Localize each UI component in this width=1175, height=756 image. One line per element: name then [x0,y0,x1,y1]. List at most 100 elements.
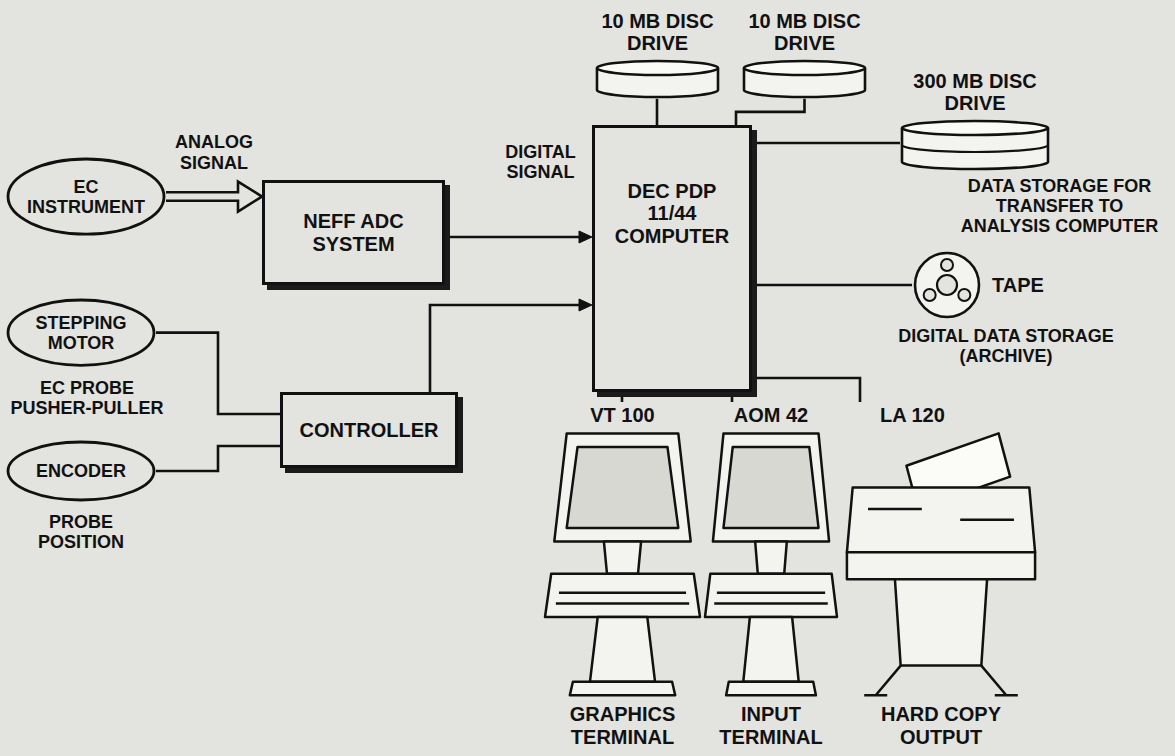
printer-part [864,666,1018,696]
disc-drive: 10 MB DISC DRIVE [742,8,867,99]
node-label: NEFF ADC SYSTEM [273,210,434,255]
controller-box: CONTROLLER [280,392,458,468]
annotation-label: DIGITAL DATA STORAGE (ARCHIVE) [878,326,1134,366]
node-label: STEPPING MOTOR [26,312,136,352]
arrow-head [579,231,592,243]
ellipse-shape [8,300,154,365]
reel-hub [937,275,957,295]
adc-box: NEFF ADC SYSTEM [262,180,445,285]
printer-part [895,579,987,665]
tape-reel: TAPE [912,250,1044,320]
text-holder: STEPPING MOTOR [26,312,136,352]
connector [445,231,592,243]
connector [156,446,280,471]
ellipse-shape [8,442,154,500]
node-label: DEC PDP 11/44 COMPUTER [603,180,741,247]
printer: LA 120HARD COPY OUTPUT [845,402,1037,748]
terminal-part [554,433,690,541]
reel-rim [915,253,979,317]
connector-line [156,333,280,414]
node-label: AOM 42 [705,402,837,426]
terminal-part [705,574,837,617]
terminal-drawing [705,428,837,698]
node-label: TAPE [992,274,1044,296]
node-label: 10 MB DISC DRIVE [742,8,867,55]
terminal-part [743,617,798,682]
connector [430,299,592,392]
signal-label: DIGITAL SIGNAL [493,142,588,182]
node-label: EC INSTRUMENT [21,176,151,216]
terminal-part [755,541,787,573]
node-label: LA 120 [845,402,1037,426]
connector-line [752,142,900,145]
tape-reel-drawing [912,250,982,320]
node-label: 10 MB DISC DRIVE [595,8,720,55]
connector [156,333,280,414]
terminal-part [726,682,816,696]
ellipse-shape [8,159,164,234]
terminal-part [590,617,655,682]
node-label: VT 100 [545,402,700,426]
reel-hole [924,289,936,301]
connector-line [731,392,734,402]
printer-drawing [845,428,1037,698]
printer-part [868,509,1014,520]
annotation-label: PROBE POSITION [16,512,146,552]
connector [752,378,860,402]
signal-label: ANALOG SIGNAL [169,132,259,172]
connector [732,392,733,402]
terminal-part [713,433,829,541]
computer-box: DEC PDP 11/44 COMPUTER [592,125,752,392]
annotation-label: EC PROBE PUSHER-PULLER [6,378,168,418]
terminal-part [545,574,700,617]
node-label: CONTROLLER [300,419,439,441]
connector-line [752,378,860,402]
connector [752,285,912,286]
arrow-head [579,299,592,311]
connector-line [736,99,805,125]
reel-hole [941,259,953,271]
device-caption: HARD COPY OUTPUT [845,701,1037,748]
printer-part [847,487,1035,552]
connector-line [621,392,624,402]
disc-drive: 300 MB DISC DRIVE [900,68,1050,171]
terminal-part [556,593,689,604]
connector [657,99,658,125]
disc-drive: 10 MB DISC DRIVE [595,8,720,99]
cylinder-top [902,121,1048,135]
printer-part [847,552,1035,579]
terminal-part [570,682,675,696]
cylinder-outline [595,59,720,99]
cylinder-top [744,61,865,75]
connector-line [656,99,659,125]
encoder-ellipse: ENCODER [6,440,156,502]
connector-line [752,284,912,287]
terminal-drawing [545,428,700,698]
text-holder: EC INSTRUMENT [21,176,151,216]
connector [736,99,805,125]
cylinder-top [597,61,718,75]
instrument-ellipse: EC INSTRUMENT [6,157,166,236]
node-label: 300 MB DISC DRIVE [900,68,1050,115]
terminal-part [723,447,818,528]
reel-hole [958,289,970,301]
terminal: VT 100GRAPHICS TERMINAL [545,402,700,748]
annotation-label: DATA STORAGE FOR TRANSFER TO ANALYSIS CO… [952,176,1167,236]
cylinder-outline [900,119,1050,171]
motor-ellipse: STEPPING MOTOR [6,298,156,367]
node-label: ENCODER [36,461,126,481]
terminal: AOM 42 INPUT TERMINAL [705,402,837,748]
terminal-part [714,593,828,604]
connector [166,182,262,212]
device-caption: INPUT TERMINAL [705,701,837,748]
terminal-part [604,541,641,573]
connector [622,392,623,402]
cylinder-band [902,145,1048,152]
connector-line [156,446,280,471]
arrow-shaft-inner [166,194,241,200]
connector-line [430,305,579,392]
text-holder: ENCODER [36,461,126,481]
arrow-head [238,182,262,212]
